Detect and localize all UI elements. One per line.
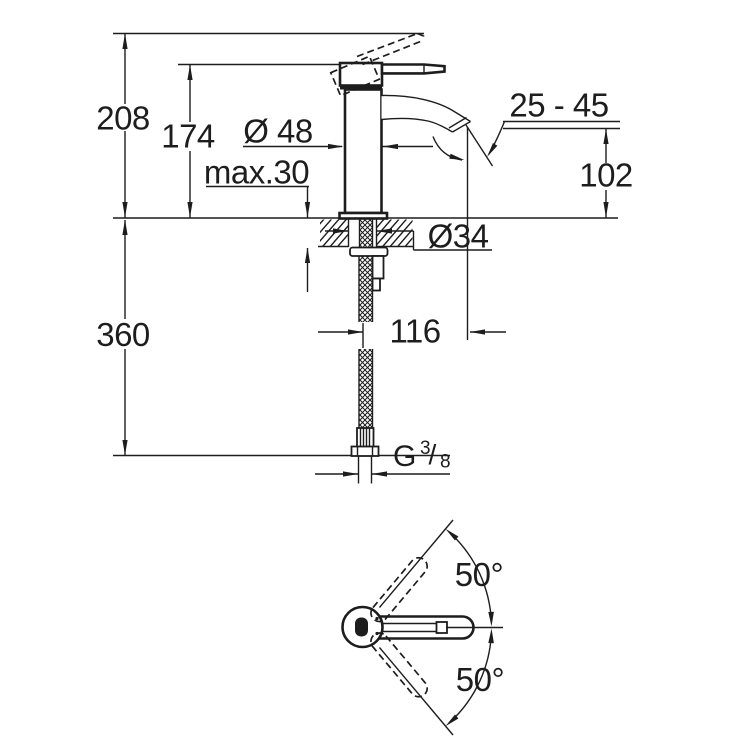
thread-slash-label: / [429, 439, 437, 470]
handle-swing-positions [370, 519, 454, 736]
dim-swing-upper-label: 50° [455, 556, 503, 593]
dim-shank-diameter: Ø34 [325, 218, 492, 255]
dim-spout-outlet-height-label: 102 [579, 157, 633, 194]
dim-max-deck-thickness-label: max.30 [204, 154, 309, 191]
dim-swing-lower-label: 50° [456, 661, 504, 698]
faucet-silhouette [329, 32, 471, 220]
faucet-base [338, 211, 389, 220]
mounting-washer [349, 246, 389, 257]
dim-aerator-angle: 25 - 45 [465, 87, 609, 167]
hose-nipple-tip [371, 277, 381, 292]
swivel-stream-arrow [432, 136, 463, 161]
dim-shank-diameter-label: Ø34 [428, 218, 489, 255]
faucet-body [343, 88, 383, 215]
hub-slot [355, 617, 368, 637]
dim-body-diameter-label: Ø 48 [243, 113, 313, 150]
faucet-spout [381, 94, 471, 133]
dim-spout-reach: 116 [318, 313, 506, 350]
hose-end-connector [350, 427, 380, 484]
aerator-face [452, 120, 471, 133]
handle-lever [380, 63, 446, 75]
dim-spout-reach-label: 116 [389, 313, 440, 350]
dim-height-to-handle: 174 [161, 64, 215, 218]
dim-thread-size: G 3 / 8 [315, 438, 451, 477]
dim-aerator-angle-label: 25 - 45 [509, 87, 608, 124]
side-view: 208 174 Ø 48 max.30 [96, 32, 633, 484]
threaded-shank [359, 219, 373, 247]
handle-plan [341, 605, 503, 649]
mounting-hardware [347, 219, 389, 484]
head-seam [340, 85, 382, 90]
countertop-section [318, 219, 413, 248]
thread-numerator-label: 3 [420, 438, 430, 459]
hose-nipple [371, 255, 385, 280]
dim-height-to-handle-label: 174 [161, 118, 215, 155]
dim-max-deck-thickness: max.30 [204, 154, 311, 292]
dim-hose-length-label: 360 [96, 316, 150, 353]
aerator-band [448, 116, 467, 129]
thread-denominator-label: 8 [440, 452, 450, 473]
dim-overall-height-label: 208 [96, 100, 150, 137]
dim-swing-upper: 50° [445, 528, 504, 627]
dim-spout-outlet-height: 102 [579, 129, 633, 218]
dim-hose-length: 360 [96, 219, 150, 455]
flex-hose [358, 256, 374, 428]
handle-lever-raised-dashed [329, 32, 425, 97]
dim-body-diameter: Ø 48 [243, 113, 465, 161]
top-view: 50° 50° [341, 519, 505, 736]
dim-overall-height: 208 [96, 33, 150, 218]
dim-swing-lower: 50° [445, 628, 505, 727]
thread-g-label: G [393, 440, 416, 473]
